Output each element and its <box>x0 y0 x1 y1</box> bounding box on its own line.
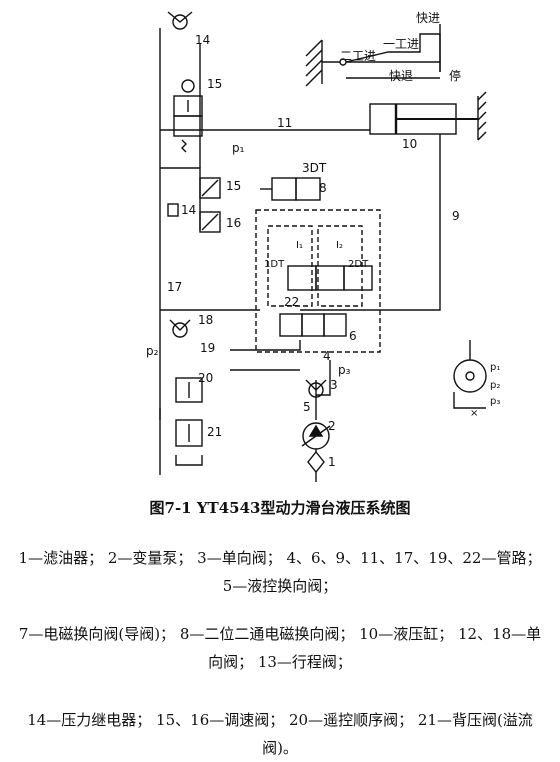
sequence-valve-20 <box>175 377 203 403</box>
label-work-feed-1: 一工进 <box>383 37 419 51</box>
label-fast-forward: 快进 <box>416 11 440 25</box>
check-valve-12 <box>167 11 193 30</box>
legend-line-3: 14—压力继电器； 15、16—调速阀； 20—遥控顺序阀； 21—背压阀(溢流… <box>27 711 533 757</box>
solenoid-1dt: 1DT <box>264 259 285 270</box>
num-8: 8 <box>319 181 327 195</box>
gauge-p2: p₂ <box>490 380 500 391</box>
gauge-p3: p₃ <box>490 396 500 407</box>
num-3: 3 <box>330 378 338 392</box>
num-10: 10 <box>402 137 417 151</box>
port-p3: p₃ <box>338 363 351 377</box>
pressure-relay-14 <box>167 203 179 217</box>
hydraulic-cylinder <box>369 91 487 141</box>
label-fast-return: 快退 <box>389 69 413 83</box>
pipelines <box>159 28 441 475</box>
travel-valve-13 <box>173 79 203 153</box>
solenoid-3dt: 3DT <box>302 161 327 175</box>
port-i1: I₁ <box>296 240 303 251</box>
num-22: 22 <box>284 295 299 309</box>
legend-line-2: 7—电磁换向阀(导阀)； 8—二位二通电磁换向阀； 10—液压缸； 12、18—… <box>18 625 542 671</box>
check-valve-3 <box>305 379 327 398</box>
work-cycle-diagram <box>305 24 441 87</box>
num-11: 11 <box>277 116 292 130</box>
num-6: 5 <box>303 400 311 414</box>
num-20: 20 <box>198 371 213 385</box>
port-i2: I₂ <box>336 240 343 251</box>
pilot-valve-7 <box>287 265 373 291</box>
num-21: 21 <box>207 425 222 439</box>
port-p2: p₂ <box>146 344 159 358</box>
num-17: 17 <box>167 280 182 294</box>
legend-line-1: 1—滤油器； 2—变量泵； 3—单向阀； 4、6、9、11、17、19、22—管… <box>18 549 542 595</box>
speed-valve-16 <box>199 211 221 233</box>
num-5: 6 <box>349 329 357 343</box>
hydraulic-valve-5 <box>279 313 347 337</box>
gauge-p1: p₁ <box>490 362 500 373</box>
pressure-gauge <box>453 340 487 409</box>
num-19: 19 <box>200 341 215 355</box>
variable-pump-2 <box>301 422 331 450</box>
num-9: 9 <box>452 209 460 223</box>
num-18: 18 <box>198 313 213 327</box>
pilot-valve-group <box>255 209 381 353</box>
relief-valve-21 <box>159 408 203 466</box>
num-12: 14 <box>195 33 210 47</box>
num-13: 15 <box>207 77 222 91</box>
num-4: 4 <box>323 349 331 363</box>
num-15: 15 <box>226 179 241 193</box>
num-2: 2 <box>328 419 336 433</box>
speed-valve-15 <box>199 177 221 199</box>
filter-1 <box>307 449 325 482</box>
gauge-x: × <box>470 408 478 419</box>
num-1: 1 <box>328 455 336 469</box>
solenoid-valve-8 <box>260 177 321 201</box>
figure-caption: 图7-1 YT4543型动力滑台液压系统图 <box>149 499 411 517</box>
num-16: 16 <box>226 216 241 230</box>
solenoid-2dt: 2DT <box>348 259 369 270</box>
check-valve-18 <box>169 319 191 338</box>
num-14: 14 <box>181 203 196 217</box>
label-stop: 停 <box>449 68 461 83</box>
hydraulic-schematic: 快进 一工进 二工进 快退 停 14 15 11 10 15 14 16 8 9… <box>146 11 500 482</box>
port-p1: p₁ <box>232 141 245 155</box>
label-work-feed-2: 二工进 <box>340 49 376 63</box>
